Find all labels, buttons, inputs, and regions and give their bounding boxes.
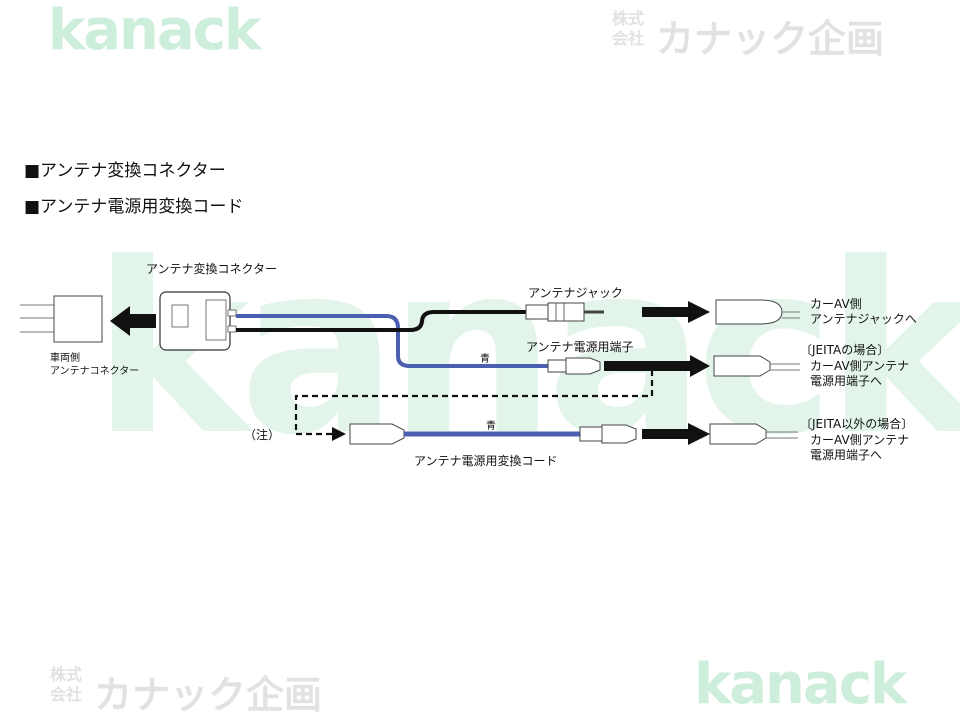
heading-antenna-power-cord: ■アンテナ電源用変換コード [24,197,244,217]
blue-wire-upper [236,314,548,368]
label-car-av-jack-line1: カーAV側 [810,297,862,311]
antenna-power-terminal [547,357,601,375]
watermark-company-top-right: 株式 会社 カナック企画 [612,8,922,62]
label-vehicle-side-line1: 車両側 [50,353,80,364]
heading-antenna-connector: ■アンテナ変換コネクター [24,161,226,181]
power-cord-right-terminal [579,424,637,444]
watermark-logo-bottom-right: kanack [694,652,907,717]
watermark-company-bottom-left: 株式 会社 カナック企画 [50,664,360,718]
arrow-to-jeita-terminal-icon [604,355,710,377]
label-vehicle-side-line2: アンテナコネクター [50,366,140,377]
watermark-company-small-bottom-2: 会社 [50,685,83,704]
antenna-conversion-connector [159,291,237,351]
jeita-terminal-receptacle [713,355,800,377]
label-blue-wire-upper: 青 [480,354,490,365]
label-antenna-power-cord: アンテナ電源用変換コード [414,454,558,468]
label-jeita-case-line2: 電源用端子へ [810,374,883,388]
label-car-av-jack-line2: アンテナジャックへ [810,312,917,326]
watermark-logo-center: kanack [92,212,960,487]
label-antenna-jack: アンテナジャック [528,286,623,300]
arrow-to-av-jack-icon [642,301,710,323]
non-jeita-terminal-receptacle [709,423,798,445]
watermark-company-name: カナック企画 [656,17,885,61]
watermark-logo-top-left: kanack [48,0,261,63]
watermark-company-small-bottom: 会社 [612,29,645,48]
label-jeita-case-line1: カーAV側アンテナ [810,359,910,373]
label-non-jeita-case: 〔JEITA以外の場合〕 [800,417,914,431]
arrow-to-vehicle-icon [110,306,156,336]
watermark-company-small-top: 株式 [612,9,645,28]
black-wire-upper [236,310,528,332]
antenna-jack-plug [525,302,604,322]
watermark-company-small-top-2: 株式 [50,665,83,684]
label-jeita-case: 〔JEITAの場合〕 [800,343,890,357]
power-cord-left-terminal [349,423,405,445]
label-blue-wire-lower: 青 [486,421,496,432]
label-non-jeita-case-line1: カーAV側アンテナ [810,433,910,447]
watermark-company-name-2: カナック企画 [94,673,323,717]
label-antenna-power-terminal: アンテナ電源用端子 [526,340,634,354]
label-antenna-conversion-connector: アンテナ変換コネクター [146,262,278,276]
vehicle-antenna-connector [20,295,103,343]
dashed-connection-line [294,370,654,436]
label-non-jeita-case-line2: 電源用端子へ [810,448,883,462]
label-note: （注） [244,428,281,442]
arrow-to-non-jeita-terminal-icon [642,423,710,445]
car-av-antenna-jack [715,299,800,325]
dashed-arrow-icon [332,427,346,441]
